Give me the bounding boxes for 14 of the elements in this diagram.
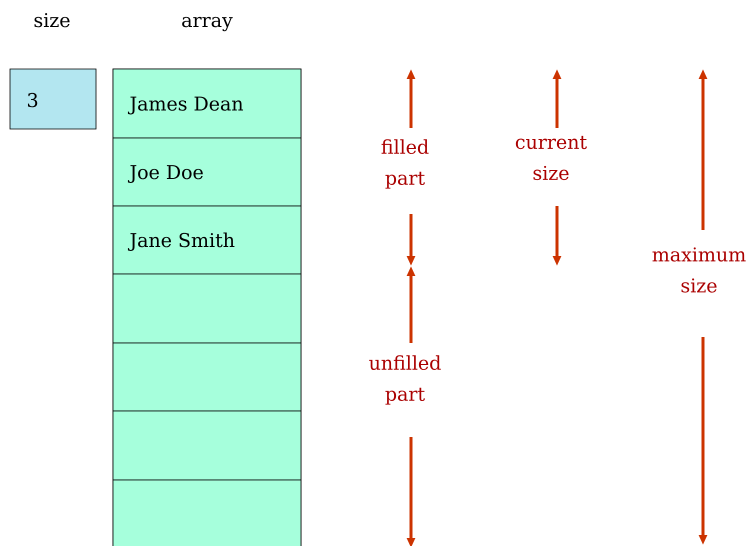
dimension-label: maximum size: [652, 247, 746, 293]
array-cell: Jane Smith: [112, 206, 302, 274]
dimension-label: filled part: [382, 139, 429, 189]
empty-cell: [112, 480, 302, 546]
array-cell: Joe Doe: [112, 138, 302, 206]
dimension-label: current size: [516, 136, 587, 180]
empty-cell: [112, 410, 302, 480]
node-label: size: [34, 13, 70, 28]
empty-cell: [112, 274, 302, 344]
dimension-label: unfilled part: [369, 355, 441, 405]
node-label: array: [182, 16, 233, 32]
variable-box: size 3: [10, 13, 96, 130]
array-cell: James Dean: [112, 68, 302, 138]
empty-cell: [112, 342, 302, 412]
